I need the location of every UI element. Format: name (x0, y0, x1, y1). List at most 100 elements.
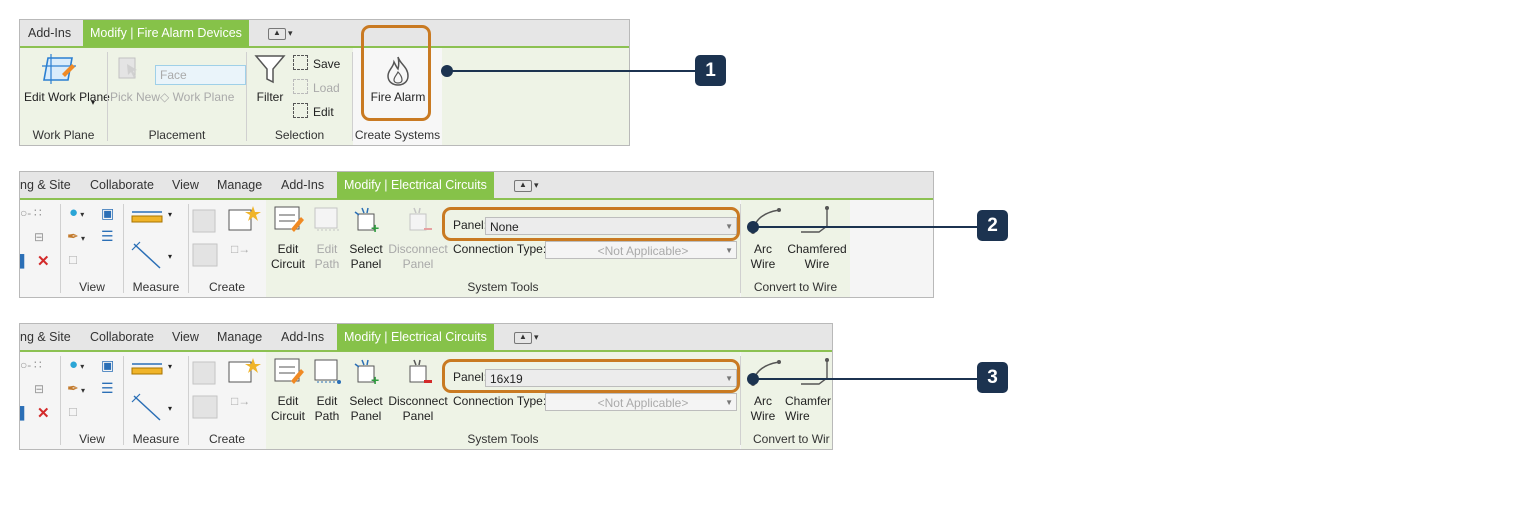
chevron-down-icon[interactable]: ▾ (534, 180, 539, 190)
save-icon (293, 55, 308, 70)
offset-icon[interactable]: ∷ (34, 358, 42, 372)
tab-collaborate[interactable]: Collaborate (90, 178, 154, 192)
tab-modify-electrical-circuits[interactable]: Modify | Electrical Circuits (337, 172, 494, 199)
select-panel-icon[interactable]: + (352, 358, 382, 386)
tab-modify-fire-alarm-devices[interactable]: Modify | Fire Alarm Devices (83, 20, 249, 47)
group-label: System Tools (467, 432, 539, 446)
ruler-icon[interactable] (130, 208, 164, 224)
split-icon[interactable]: ▌ (20, 406, 29, 420)
disconnect-panel-button: Disconnect Panel (388, 242, 448, 271)
qat-toggle-icon[interactable]: ▲ (268, 28, 286, 40)
edit-circuit-icon[interactable] (273, 205, 305, 235)
select-panel-icon[interactable]: + (352, 206, 382, 234)
tab-collaborate[interactable]: Collaborate (90, 330, 154, 344)
panel-value: 16x19 (490, 372, 523, 386)
edit-circuit-button[interactable]: Edit Circuit (270, 242, 305, 271)
panel-select[interactable]: None ▼ (485, 217, 737, 235)
edit-selection-button[interactable]: Edit (293, 103, 334, 119)
tab-add-ins[interactable]: Add-Ins (28, 26, 72, 40)
tab-add-ins[interactable]: Add-Ins (281, 178, 325, 192)
divider (246, 52, 247, 141)
tab-manage[interactable]: Manage (217, 178, 263, 192)
tab-view[interactable]: View (172, 178, 199, 192)
align-icon[interactable]: ○‐ (20, 206, 32, 220)
select-panel-button[interactable]: Select Panel (349, 394, 383, 423)
thin-lines-icon[interactable]: ☰ (101, 228, 114, 244)
tab-view[interactable]: View (172, 330, 199, 344)
group-create: □→ Create (189, 200, 265, 297)
panel-select[interactable]: 16x19 ▼ (485, 369, 737, 387)
group-measure: ▾ ▾ Measure (124, 352, 188, 449)
qat-toggle-icon[interactable]: ▲ (514, 180, 532, 192)
fire-icon[interactable] (384, 55, 412, 87)
delete-icon[interactable]: ✕ (37, 253, 50, 270)
edit-path-icon[interactable] (313, 358, 343, 386)
edit-work-plane-icon[interactable] (42, 54, 76, 84)
edit-circuit-icon[interactable] (273, 357, 305, 387)
dimension-icon[interactable] (130, 240, 164, 270)
tab-add-ins[interactable]: Add-Ins (281, 330, 325, 344)
chevron-down-icon[interactable]: ▾ (91, 98, 96, 107)
disconnect-panel-icon[interactable] (404, 358, 434, 386)
paint-brush-icon[interactable]: ✒ ▾ (67, 228, 85, 244)
chamfered-wire-button[interactable]: Chamfered Wire (787, 242, 847, 271)
offset-icon[interactable]: ∷ (34, 206, 42, 220)
svg-text:+: + (371, 372, 379, 386)
qat-toggle-icon[interactable]: ▲ (514, 332, 532, 344)
panel-value: None (490, 220, 519, 234)
chamfered-wire-button[interactable]: Chamfer Wire (785, 394, 832, 423)
highlight-fire-alarm (361, 25, 431, 121)
tab-building-site[interactable]: ng & Site (20, 330, 71, 344)
group-label: Placement (148, 128, 206, 142)
create-parts-icon[interactable] (189, 206, 223, 272)
chevron-down-icon[interactable]: ▾ (168, 252, 173, 261)
create-similar-icon[interactable] (227, 204, 261, 234)
filter-icon[interactable] (254, 53, 286, 85)
tab-building-site[interactable]: ng & Site (20, 178, 71, 192)
chamfered-wire-icon[interactable] (799, 358, 833, 388)
create-parts-icon[interactable] (189, 358, 223, 424)
edit-work-plane-button[interactable]: Edit Work Plane (24, 90, 110, 104)
ruler-icon[interactable] (130, 360, 164, 376)
arc-wire-button[interactable]: Arc Wire (750, 242, 776, 271)
connection-type-value: <Not Applicable> (597, 244, 689, 258)
create-assembly-icon: □→ (231, 242, 251, 256)
svg-text:+: + (371, 220, 379, 234)
chevron-down-icon[interactable]: ▾ (534, 332, 539, 342)
hide-element-icon[interactable]: □ (69, 252, 77, 267)
pin-icon[interactable]: ⊟ (34, 230, 45, 244)
arc-wire-button[interactable]: Arc Wire (750, 394, 776, 423)
chevron-down-icon: ▼ (725, 398, 733, 407)
fire-alarm-button[interactable]: Fire Alarm (370, 90, 426, 104)
cube-icon[interactable]: ▣ (101, 205, 115, 221)
edit-circuit-button[interactable]: Edit Circuit (270, 394, 305, 423)
pin-icon[interactable]: ⊟ (34, 382, 45, 396)
divider (188, 204, 189, 293)
save-selection-button[interactable]: Save (293, 55, 340, 71)
chevron-down-icon[interactable]: ▾ (288, 28, 293, 38)
dimension-icon[interactable] (130, 392, 164, 422)
chevron-down-icon[interactable]: ▾ (168, 404, 173, 413)
chevron-down-icon[interactable]: ▾ (168, 362, 173, 371)
chamfered-wire-icon[interactable] (799, 206, 833, 236)
delete-icon[interactable]: ✕ (37, 405, 50, 422)
create-similar-icon[interactable] (227, 356, 261, 386)
paint-brush-icon[interactable]: ✒ ▾ (67, 380, 85, 396)
select-panel-button[interactable]: Select Panel (349, 242, 383, 271)
cube-icon[interactable]: ▣ (101, 357, 115, 373)
pick-new-button: Pick New (110, 90, 161, 104)
lightbulb-icon[interactable]: ● ▾ (69, 204, 85, 221)
edit-path-button[interactable]: Edit Path (314, 394, 340, 423)
thin-lines-icon[interactable]: ☰ (101, 380, 114, 396)
hide-element-icon[interactable]: □ (69, 404, 77, 419)
lightbulb-icon[interactable]: ● ▾ (69, 356, 85, 373)
chevron-down-icon[interactable]: ▾ (168, 210, 173, 219)
split-icon[interactable]: ▌ (20, 254, 29, 268)
align-icon[interactable]: ○‐ (20, 358, 32, 372)
filter-button[interactable]: Filter (256, 90, 284, 104)
chevron-down-icon: ▼ (725, 222, 733, 231)
tab-manage[interactable]: Manage (217, 330, 263, 344)
group-selection: Filter Save Load Edit Selection (247, 48, 352, 145)
disconnect-panel-button[interactable]: Disconnect Panel (388, 394, 448, 423)
tab-modify-electrical-circuits[interactable]: Modify | Electrical Circuits (337, 324, 494, 351)
